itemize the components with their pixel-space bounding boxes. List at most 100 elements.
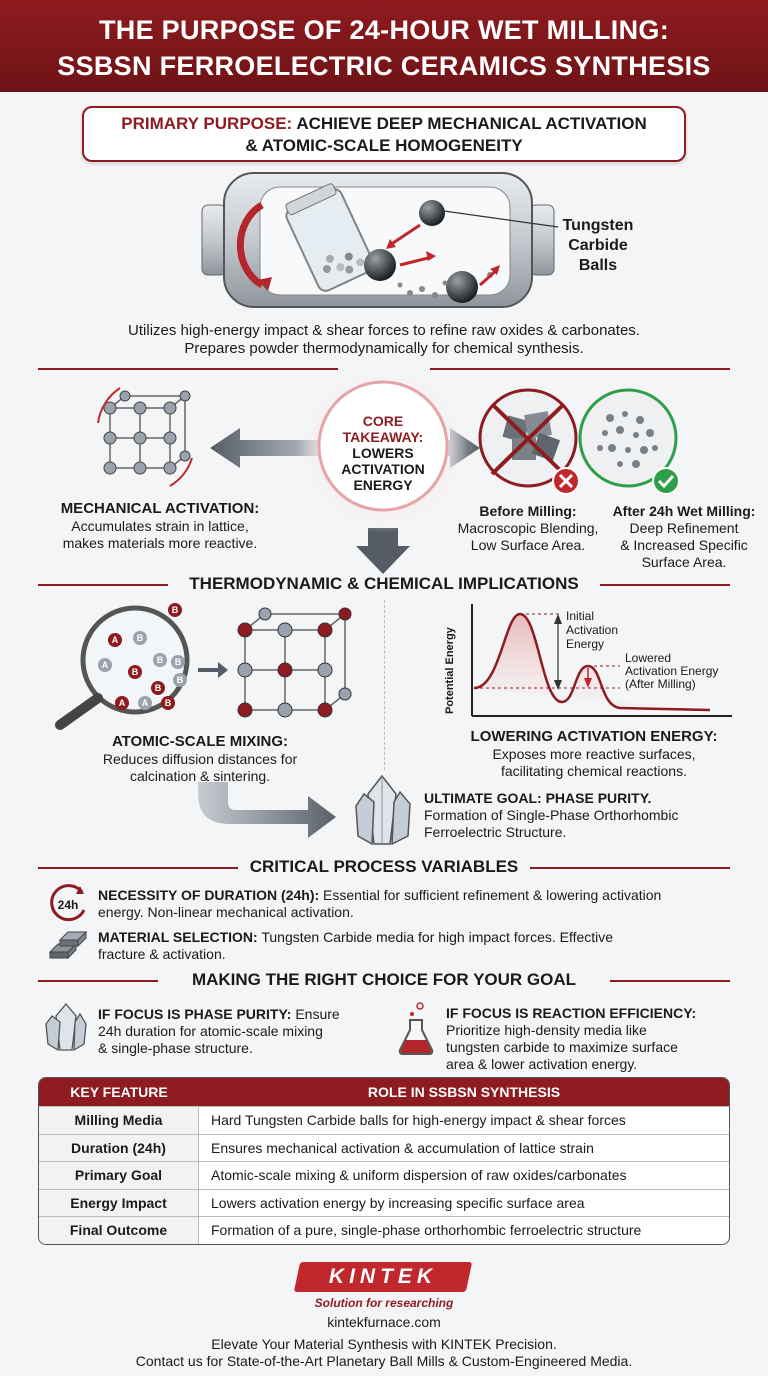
atom-label: B [155, 683, 162, 693]
reaction-efficiency-text1: Prioritize high-density media like [446, 1022, 647, 1038]
ball-mill-illustration [201, 172, 559, 308]
divider [38, 867, 238, 869]
after-milling-icon [578, 388, 680, 495]
mill-caption-line2: Prepares powder thermodynamically for ch… [184, 340, 584, 357]
atomic-mixing-text2: calcination & sintering. [129, 768, 271, 784]
after-milling-block: After 24h Wet Milling: Deep Refinement &… [600, 503, 768, 571]
primary-purpose-text2: & ATOMIC-SCALE HOMOGENEITY [245, 136, 523, 155]
after-milling-title: After 24h Wet Milling: [612, 503, 756, 519]
clock-24h-icon: 24h [50, 884, 86, 922]
arrow-down-icon [356, 528, 410, 574]
core-line1: CORE [362, 413, 404, 429]
arrow-left-icon [210, 428, 320, 468]
core-takeaway: CORE TAKEAWAY: LOWERS ACTIVATION ENERGY [333, 413, 433, 493]
energy-diagram [471, 604, 732, 717]
mechanical-activation-text1: Accumulates strain in lattice, [71, 518, 249, 534]
table-header-key: KEY FEATURE [39, 1078, 199, 1106]
primary-purpose-text1: ACHIEVE DEEP MECHANICAL ACTIVATION [292, 114, 647, 133]
phase-purity-text3: & single-phase structure. [98, 1040, 253, 1056]
lowering-activation-text1: Exposes more reactive surfaces, [492, 746, 696, 762]
duration-label: NECESSITY OF DURATION (24h): [98, 887, 320, 903]
atomic-mixing-graphic: A B A B B B B B B A A B [55, 603, 352, 730]
reaction-efficiency-text: IF FOCUS IS REACTION EFFICIENCY: Priorit… [446, 1005, 736, 1073]
footer-cta-line2: Contact us for State-of-the-Art Planetar… [135, 1353, 633, 1369]
crystal-icon [355, 774, 411, 846]
core-line3: LOWERS [352, 445, 414, 461]
core-line5: ENERGY [353, 477, 413, 493]
atom-label: B [157, 655, 164, 665]
core-line2: TAKEAWAY: [342, 429, 424, 445]
core-line4: ACTIVATION [341, 461, 425, 477]
primary-purpose-label: PRIMARY PURPOSE: [121, 114, 293, 133]
phase-purity-text1: Ensure [291, 1006, 340, 1022]
duration-text1: Essential for sufficient refinement & lo… [319, 887, 662, 903]
table-cell-value: Hard Tungsten Carbide balls for high-ene… [199, 1106, 729, 1134]
kintek-logo-text: KINTEK [328, 1265, 438, 1288]
atomic-mixing-text1: Reduces diffusion distances for [102, 751, 298, 767]
before-milling-text1: Macroscopic Blending, [457, 520, 599, 536]
ultimate-goal-text2: Ferroelectric Structure. [424, 824, 567, 840]
tungsten-balls-label: Tungsten Carbide Balls [562, 217, 634, 274]
table-row: Energy Impact Lowers activation energy b… [39, 1188, 729, 1217]
table-row: Duration (24h) Ensures mechanical activa… [39, 1133, 729, 1162]
after-milling-text1: Deep Refinement [629, 520, 739, 536]
atom-label: A [142, 698, 149, 708]
tungsten-ball-icon [446, 271, 478, 303]
divider [600, 584, 730, 586]
table-cell-value: Atomic-scale mixing & uniform dispersion… [199, 1161, 729, 1189]
before-milling-icon [478, 388, 580, 495]
atomic-mixing-title: ATOMIC-SCALE MIXING: [111, 733, 289, 750]
material-text1: Tungsten Carbide media for high impact f… [257, 929, 614, 945]
atom-label: B [137, 633, 144, 643]
reaction-efficiency-text3: area & lower activation energy. [446, 1056, 638, 1072]
divider [530, 867, 730, 869]
lowered-activation-label3: (After Milling) [625, 677, 696, 691]
duration-text: NECESSITY OF DURATION (24h): Essential f… [98, 887, 738, 921]
divider [430, 368, 730, 370]
ultimate-goal-block: ULTIMATE GOAL: PHASE PURITY. Formation o… [424, 790, 764, 841]
page-title-line1: THE PURPOSE OF 24-HOUR WET MILLING: [98, 15, 669, 45]
table-cell-value: Formation of a pure, single-phase orthor… [199, 1216, 729, 1244]
lowered-activation-label2: Activation Energy [625, 664, 719, 678]
atom-label: A [119, 698, 126, 708]
page-title-line2: SSBSN FERROELECTRIC CERAMICS SYNTHESIS [57, 51, 711, 81]
mechanical-activation-text2: makes materials more reactive. [62, 535, 258, 551]
mill-caption-line1: Utilizes high-energy impact & shear forc… [128, 322, 640, 339]
table-row: Milling Media Hard Tungsten Carbide ball… [39, 1106, 729, 1134]
divider [610, 980, 730, 982]
table-cell-key: Energy Impact [39, 1188, 199, 1216]
atom-label: B [175, 657, 182, 667]
table-cell-value: Ensures mechanical activation & accumula… [199, 1133, 729, 1162]
after-milling-text2: & Increased Specific [620, 537, 748, 553]
after-milling-text3: Surface Area. [641, 554, 727, 570]
mechanical-activation-title: MECHANICAL ACTIVATION: [60, 500, 260, 517]
before-milling-title: Before Milling: [479, 503, 577, 519]
crystal-lattice-icon [103, 390, 191, 475]
initial-activation-label: Initial Activation Energy [566, 609, 656, 651]
divider [38, 980, 158, 982]
goal-graphic [198, 774, 411, 846]
lowering-activation-text2: facilitating chemical reactions. [501, 763, 687, 779]
atom-label: B [165, 698, 172, 708]
atom-label: A [112, 635, 119, 645]
table-cell-key: Duration (24h) [39, 1133, 199, 1161]
before-milling-text2: Low Surface Area. [470, 537, 586, 553]
thermo-section-title: THERMODYNAMIC & CHEMICAL IMPLICATIONS [189, 574, 579, 593]
kintek-tagline: Solution for researching [314, 1296, 454, 1310]
core-section-graphics [97, 378, 680, 574]
clock-label: 24h [58, 898, 79, 912]
table-cell-value: Lowers activation energy by increasing s… [199, 1188, 729, 1217]
reaction-efficiency-label: IF FOCUS IS REACTION EFFICIENCY: [446, 1005, 697, 1021]
duration-text2: energy. Non-linear mechanical activation… [98, 904, 354, 920]
lowered-activation-label: Lowered Activation Energy (After Milling… [625, 652, 765, 691]
initial-activation-label2: Activation [566, 623, 619, 637]
website-link[interactable]: kintekfurnace.com [327, 1314, 441, 1330]
table-cell-key: Primary Goal [39, 1161, 199, 1189]
ultimate-goal-text1: Formation of Single-Phase Orthorhombic [424, 807, 679, 823]
atom-label: B [132, 667, 139, 677]
mechanical-activation-block: MECHANICAL ACTIVATION: Accumulates strai… [40, 500, 280, 552]
phase-purity-label: IF FOCUS IS PHASE PURITY: [98, 1006, 292, 1022]
crystal-icon [45, 1002, 87, 1052]
table-cell-key: Final Outcome [39, 1216, 199, 1244]
lowered-activation-label1: Lowered [625, 651, 672, 665]
